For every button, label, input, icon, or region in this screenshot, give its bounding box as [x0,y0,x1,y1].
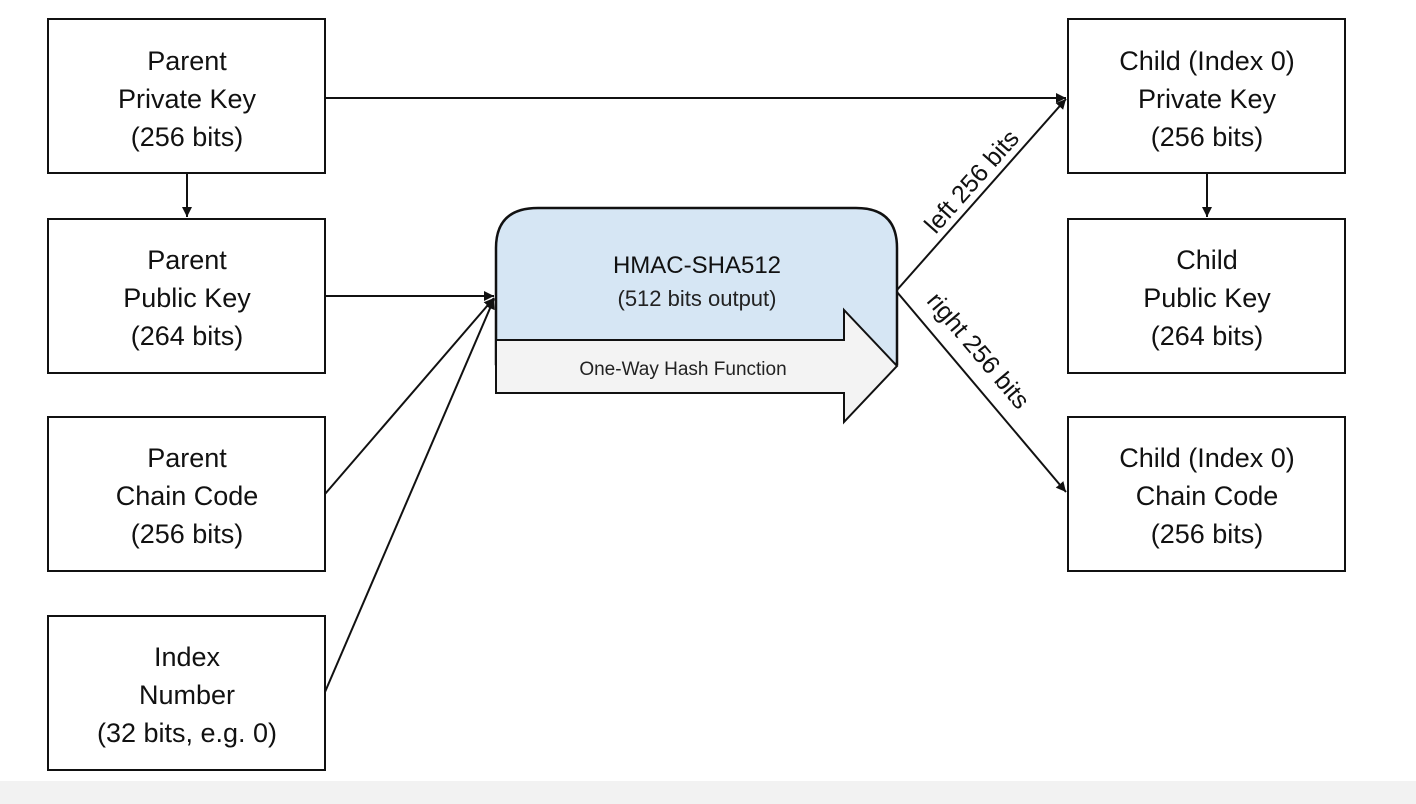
one-way-arrow [495,307,899,425]
parent-private-key-line-3: (256 bits) [131,122,244,152]
child-chain-code-line-3: (256 bits) [1151,519,1264,549]
child-chain-code-line-1: Child (Index 0) [1119,443,1295,473]
parent-chain-code-line-2: Chain Code [116,481,259,511]
parent-private-key-line-1: Parent [147,46,227,76]
hash-function-subtitle: (512 bits output) [618,286,777,311]
hash-function-title: HMAC-SHA512 [613,252,781,279]
child-private-key-line-2: Private Key [1138,84,1277,114]
arrow-index-to-hash [324,298,495,693]
index-number-line-1: Index [154,642,221,672]
child-private-key-line-1: Child (Index 0) [1119,46,1295,76]
parent-public-key-line-2: Public Key [123,283,251,313]
arrow-hash-right-to-child-chain-code [896,291,1067,493]
arrow-chain-code-to-hash [324,297,495,495]
parent-chain-code-line-1: Parent [147,443,227,473]
child-private-key-line-3: (256 bits) [1151,122,1264,152]
hash-function-body [494,206,899,366]
child-chain-code-line-2: Chain Code [1136,481,1279,511]
child-private-key-box: Child (Index 0) Private Key (256 bits) [1067,18,1346,174]
right-256-bits-label: right 256 bits [921,287,1035,414]
parent-chain-code-box: Parent Chain Code (256 bits) [47,416,326,572]
index-number-line-2: Number [139,680,235,710]
hd-key-derivation-diagram: Parent Private Key (256 bits) Parent Pub… [47,18,1346,771]
index-number-box: Index Number (32 bits, e.g. 0) [47,615,326,771]
child-public-key-line-1: Child [1176,245,1238,275]
index-number-line-3: (32 bits, e.g. 0) [97,718,277,748]
child-public-key-box: Child Public Key (264 bits) [1067,218,1346,374]
parent-public-key-line-1: Parent [147,245,227,275]
footer-strip [0,781,1416,804]
child-chain-code-box: Child (Index 0) Chain Code (256 bits) [1067,416,1346,572]
child-public-key-line-3: (264 bits) [1151,321,1264,351]
parent-public-key-line-3: (264 bits) [131,321,244,351]
left-256-bits-label: left 256 bits [919,125,1025,239]
parent-private-key-line-2: Private Key [118,84,257,114]
arrow-hash-left-to-child-private [896,98,1067,291]
parent-chain-code-line-3: (256 bits) [131,519,244,549]
parent-private-key-box: Parent Private Key (256 bits) [47,18,326,174]
hmac-sha512-block: HMAC-SHA512 (512 bits output) One-Way Ha… [494,206,899,425]
connectors [182,93,1212,693]
one-way-hash-label: One-Way Hash Function [579,359,786,380]
parent-public-key-box: Parent Public Key (264 bits) [47,218,326,374]
child-public-key-line-2: Public Key [1143,283,1271,313]
